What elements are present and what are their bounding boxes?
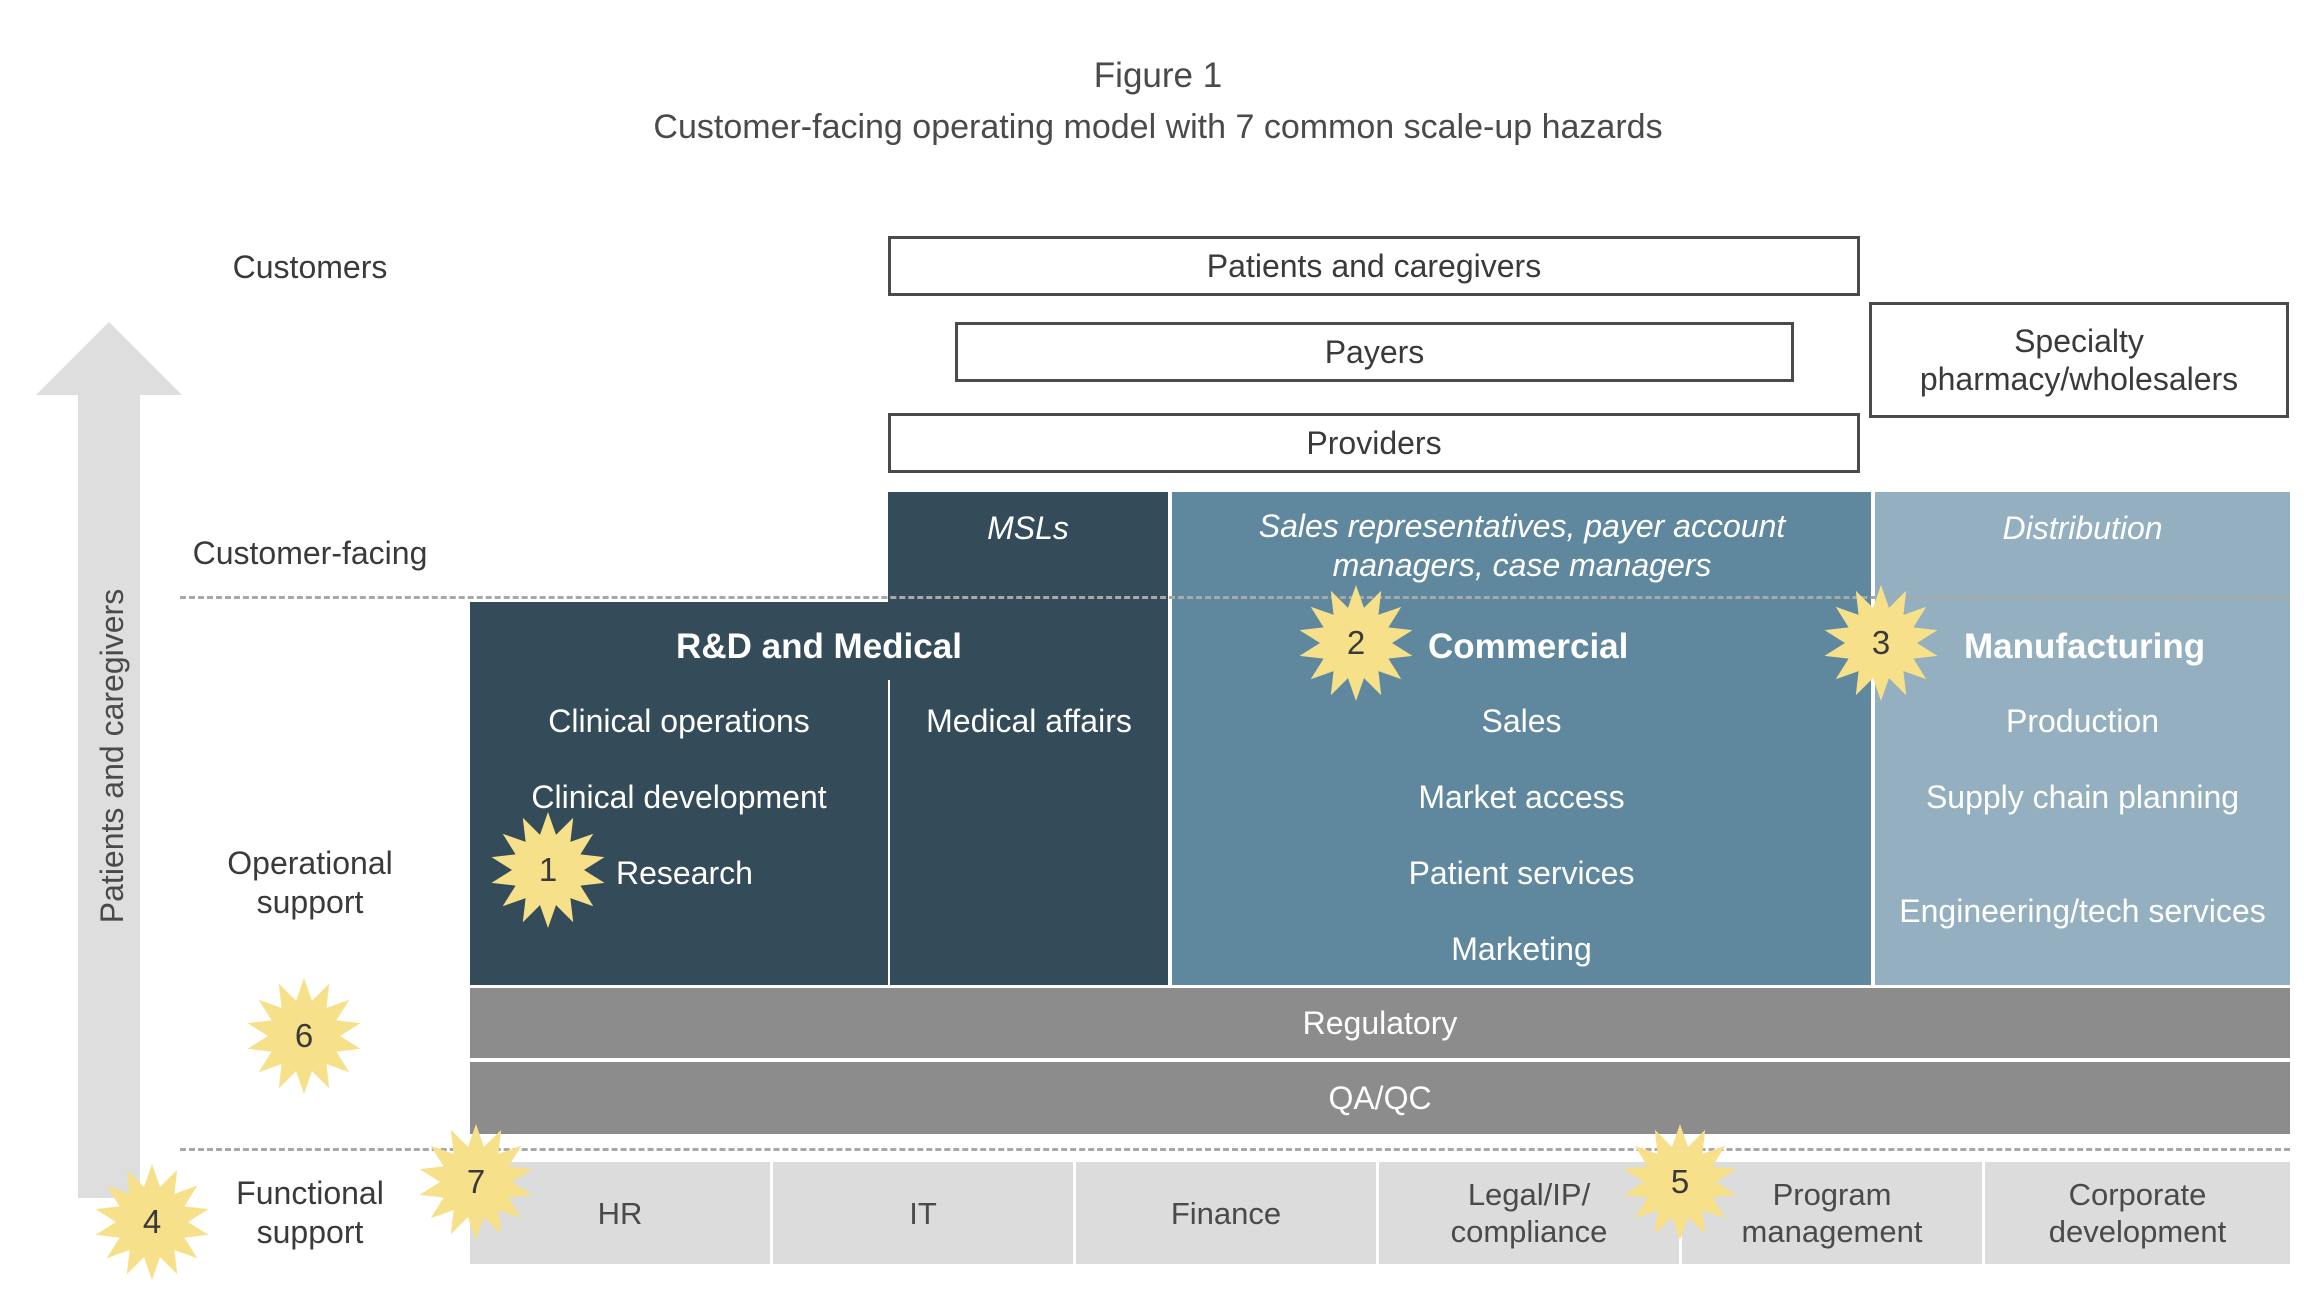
hazard-7-icon: 7 [414, 1120, 538, 1244]
hazard-6-icon: 6 [242, 974, 366, 1098]
commercial-title: Commercial [1428, 627, 1629, 666]
commercial-item: Market access [1418, 778, 1625, 815]
customer-payers-box: Payers [955, 322, 1794, 382]
rd-medical-block: R&D and Medical Clinical operations Clin… [470, 602, 1168, 985]
functional-cell-legal: Legal/IP/ compliance [1379, 1162, 1679, 1264]
arrow-label: Patients and caregivers [93, 588, 130, 924]
functional-cell-hr: HR [470, 1162, 770, 1264]
commercial-block: Commercial Sales Market access Patient s… [1172, 602, 1871, 985]
divider-customer-facing [180, 596, 2290, 599]
customer-patients-box: Patients and caregivers [888, 236, 1860, 296]
commercial-item: Marketing [1451, 930, 1592, 967]
up-arrow-icon [36, 322, 182, 1198]
figure-title: Customer-facing operating model with 7 c… [653, 108, 1663, 146]
manufacturing-item: Production [2006, 702, 2159, 739]
sales-reps-label: Sales representatives, payer account man… [1258, 508, 1786, 583]
hazard-4-icon: 4 [90, 1160, 214, 1284]
qaqc-bar: QA/QC [470, 1062, 2290, 1134]
functional-cell-program: Program management [1682, 1162, 1982, 1264]
manufacturing-item: Supply chain planning [1925, 778, 2240, 815]
functional-cell-finance: Finance [1076, 1162, 1376, 1264]
medical-affairs-label: Medical affairs [926, 702, 1132, 739]
hazard-5-icon: 5 [1618, 1120, 1742, 1244]
rd-item: Research [616, 854, 753, 891]
regulatory-bar: Regulatory [470, 988, 2290, 1058]
commercial-item: Sales [1481, 702, 1562, 739]
msls-box: MSLs [888, 492, 1168, 602]
rd-medical-title: R&D and Medical [676, 627, 962, 666]
row-label-operational-support: Operational support [227, 845, 393, 920]
divider-functional [180, 1148, 2290, 1151]
functional-cell-corporate: Corporate development [1985, 1162, 2290, 1264]
row-label-customers: Customers [232, 248, 388, 285]
figure-label: Figure 1 [1093, 56, 1223, 95]
manufacturing-item: Engineering/tech services [1899, 892, 2266, 929]
msls-label: MSLs [987, 509, 1069, 546]
rd-item: Clinical development [531, 778, 827, 815]
commercial-item: Patient services [1408, 854, 1635, 891]
customer-providers-box: Providers [888, 413, 1860, 473]
functional-cell-it: IT [773, 1162, 1073, 1264]
rd-item: Clinical operations [548, 702, 810, 739]
hazard-3-icon: 3 [1819, 581, 1943, 705]
sales-reps-box: Sales representatives, payer account man… [1172, 492, 1871, 602]
manufacturing-block: Manufacturing Production Supply chain pl… [1875, 602, 2290, 985]
distribution-box: Distribution [1875, 492, 2290, 602]
hazard-2-icon: 2 [1294, 581, 1418, 705]
hazard-1-icon: 1 [486, 808, 610, 932]
row-label-customer-facing: Customer-facing [192, 534, 428, 571]
rd-divider [888, 680, 890, 985]
distribution-label: Distribution [2002, 509, 2163, 546]
row-label-functional-support: Functional support [236, 1175, 384, 1250]
customer-specialty-box: Specialty pharmacy/wholesalers [1869, 302, 2289, 418]
manufacturing-title: Manufacturing [1964, 627, 2206, 666]
